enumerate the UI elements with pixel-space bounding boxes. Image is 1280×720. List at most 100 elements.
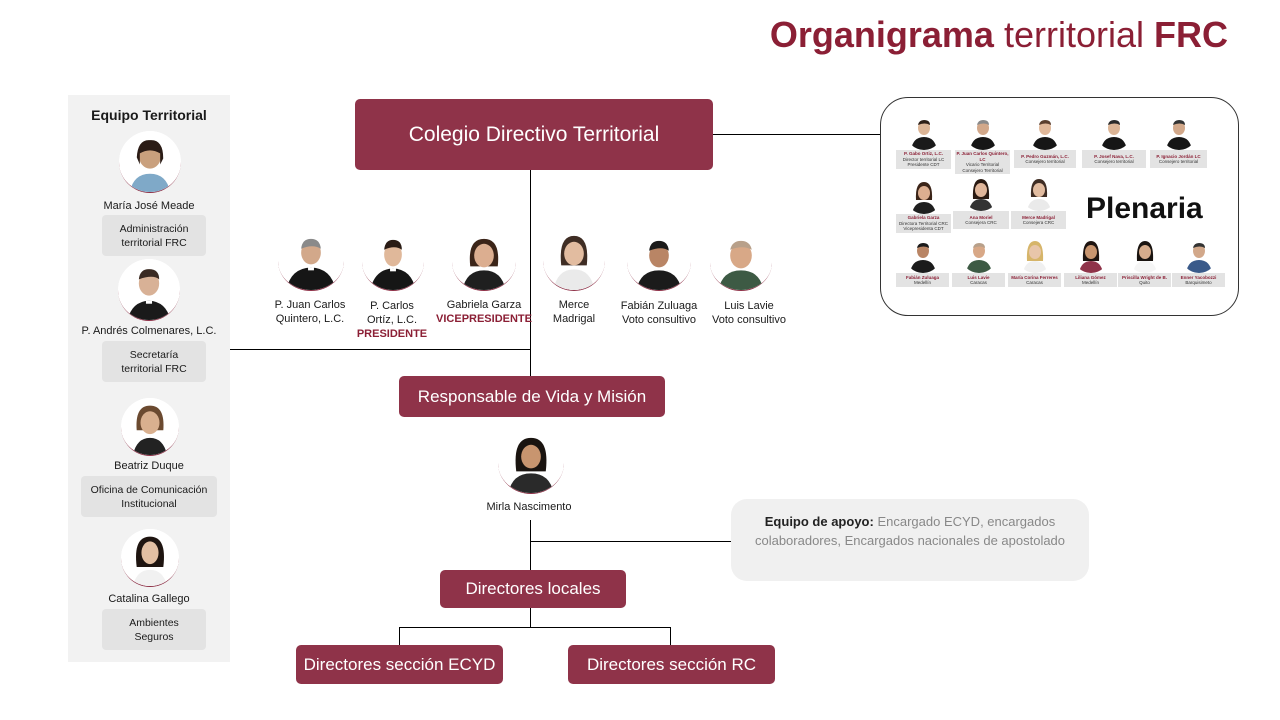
plenaria-tag: P. Gabo Ortiz, L.C.Director territorial … [896, 150, 951, 169]
title-bold: Organigrama [769, 14, 994, 55]
plenaria-line2: Quito [1139, 280, 1150, 285]
plenaria-photo [1126, 237, 1163, 273]
plenaria-title: Plenaria [1086, 192, 1203, 225]
connector-colegio-plenaria [712, 134, 881, 135]
member-line2: Quintero, L.C. [275, 313, 345, 325]
colegio-member-label: Gabriela Garza VICEPRESIDENTE [434, 298, 534, 326]
avatar-mirla-nascimento [498, 432, 564, 494]
support-label: Equipo de apoyo: [764, 514, 874, 529]
member-role-vicepresidente: VICEPRESIDENTE [436, 313, 532, 325]
title-regular: territorial [1003, 14, 1144, 55]
title-suffix: FRC [1154, 14, 1228, 55]
equipo-territorial-title: Equipo Territorial [91, 107, 207, 123]
avatar-catalina-gallego [121, 529, 179, 587]
avatar-fabian-zuluaga [627, 233, 691, 291]
plenaria-name: Liliana Gómez [1075, 274, 1106, 280]
equipo-apoyo-box: Equipo de apoyo: Encargado ECYD, encarga… [731, 499, 1089, 581]
plenaria-name: Fabián Zuluaga [905, 274, 939, 280]
directores-rc-box: Directores sección RC [568, 645, 775, 684]
member-name: Catalina Gallego [108, 593, 190, 605]
equipo-territorial-panel: Equipo Territorial María José Meade Admi… [68, 95, 230, 662]
plenaria-name: P. Pedro Guzmán, L.C. [1021, 153, 1069, 159]
member-name: P. Andrés Colmenares, L.C. [81, 325, 217, 337]
plenaria-photo [1027, 114, 1063, 150]
member-role-presidente: PRESIDENTE [356, 328, 428, 340]
colegio-member-label: Fabián Zuluaga Voto consultivo [612, 299, 706, 327]
plenaria-tag: P. Pedro Guzmán, L.C.Consejero territori… [1014, 150, 1076, 168]
plenaria-line2: Consejera CRC [1022, 220, 1055, 225]
member-line2: Voto consultivo [622, 314, 696, 326]
connector-rc [670, 627, 671, 646]
role-line1: Secretaría [129, 348, 179, 361]
member-line1: Merce [558, 299, 590, 311]
member-line2: Voto consultivo [712, 314, 786, 326]
plenaria-photo [905, 114, 942, 150]
plenaria-line3: Consejero Territorial [962, 167, 1003, 173]
connector-left-panel [230, 349, 531, 350]
avatar-maria-jose-meade [119, 131, 181, 193]
plenaria-line2: Barquisimeto [1185, 280, 1212, 285]
plenaria-photo [905, 178, 942, 214]
member-line1: Luis Lavie [724, 300, 774, 312]
responsable-person-name: Mirla Nascimento [486, 501, 572, 513]
role-line2: Seguros [134, 630, 174, 643]
plenaria-line2: Consejero territorial [1094, 159, 1134, 164]
colegio-member-label: P. Juan Carlos Quintero, L.C. [264, 298, 356, 326]
plenaria-line2: Consejera CRC [965, 220, 997, 225]
member-line2: Madrigal [552, 313, 596, 325]
avatar-juan-carlos-quintero [278, 231, 344, 291]
plenaria-photo [963, 175, 999, 211]
plenaria-line2: Consejero territorial [1158, 159, 1199, 164]
role-line2: Institucional [121, 497, 177, 510]
responsable-vida-mision-box: Responsable de Vida y Misión [399, 376, 665, 417]
avatar-gabriela-garza [452, 233, 516, 291]
role-line1: Oficina de Comunicación [90, 483, 208, 496]
member-name: Beatriz Duque [114, 460, 184, 472]
member-line1: P. Juan Carlos [274, 299, 346, 311]
plenaria-photo [1020, 175, 1057, 211]
avatar-luis-lavie [710, 234, 772, 291]
avatar-merce-madrigal [543, 230, 605, 291]
colegio-member-label: Merce Madrigal [534, 298, 614, 326]
plenaria-name: Merce Madrigal [1022, 214, 1055, 220]
plenaria-name: Priscilla Wright de B. [1122, 274, 1167, 280]
page-title: Organigrama territorial FRC [770, 14, 1228, 56]
plenaria-name: P. Juan Carlos Quintero, LC [956, 151, 1009, 162]
connector-main-vertical [530, 170, 531, 377]
connector-locales-down [530, 608, 531, 628]
plenaria-line2: Vicario Territorial [965, 162, 1000, 167]
member-line1: Gabriela Garza [446, 299, 522, 311]
plenaria-photo [1160, 114, 1197, 150]
connector-vertical-lower [530, 520, 531, 571]
plenaria-member-card: Priscilla Wright de B.Quito [1118, 237, 1171, 287]
plenaria-line2: Medellín [913, 280, 931, 285]
plenaria-line3: Vicepresidenta CDT [903, 226, 944, 231]
avatar-beatriz-duque [121, 398, 179, 456]
colegio-directivo-box: Colegio Directivo Territorial [355, 99, 713, 170]
role-line1: Ambientes [129, 616, 179, 629]
plenaria-name: P. Josef Nava, L.C. [1094, 153, 1134, 159]
avatar-carlos-ortiz [362, 233, 424, 291]
plenaria-name: Ana Moriel [969, 214, 993, 220]
plenaria-name: P. Gabo Ortiz, L.C. [904, 151, 943, 156]
plenaria-line2: Caracas [1026, 280, 1043, 285]
plenaria-photo [964, 114, 1001, 150]
